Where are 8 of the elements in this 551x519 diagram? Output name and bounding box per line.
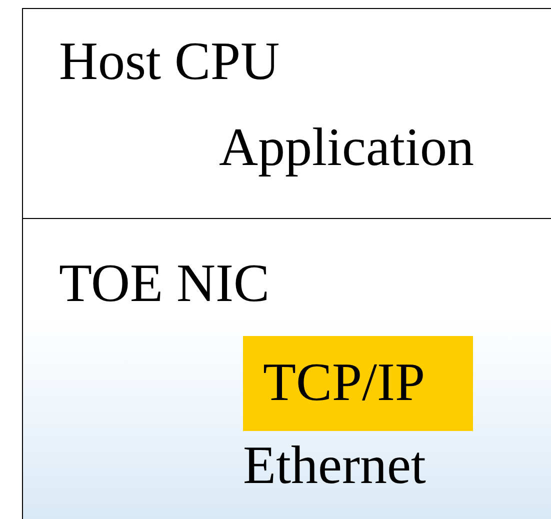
layer-title: TOE NIC [59,253,270,313]
layer-label: Ethernet [243,435,426,495]
protocol-label: TCP/IP [263,352,426,412]
layer-title: Host CPU [59,31,280,91]
layer-label: Application [219,117,474,177]
layer-box [22,8,551,219]
protocol-box [243,336,473,431]
layer-box [22,218,551,519]
